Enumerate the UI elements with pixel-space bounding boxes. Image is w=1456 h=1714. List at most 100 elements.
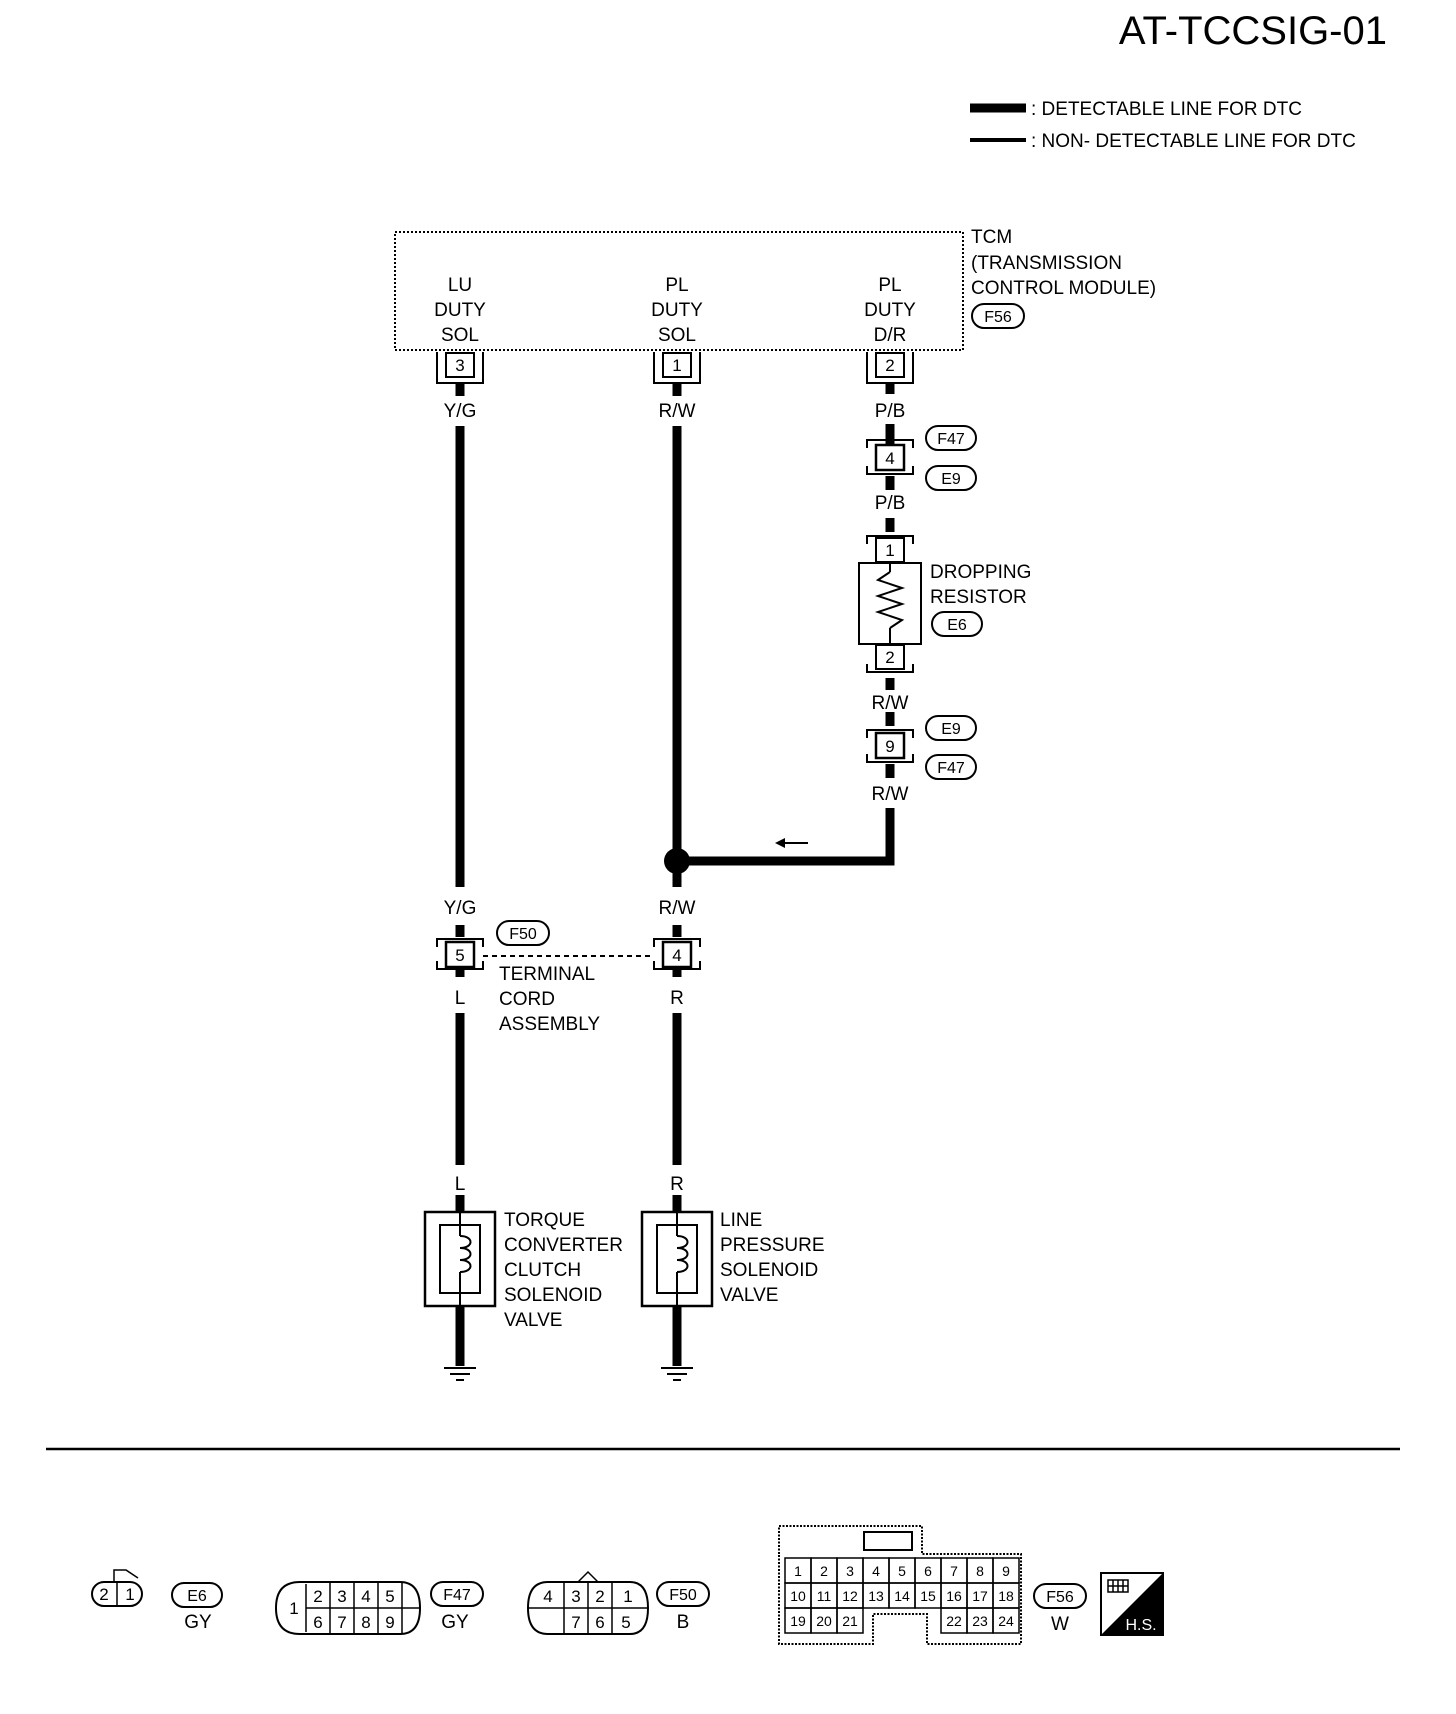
connector-glyph-icon [1107, 1579, 1129, 1593]
tcm-terminal-1-line1: LU [448, 275, 472, 296]
tcm-box [394, 231, 964, 351]
e6-pin-1: 2 [99, 1585, 108, 1604]
f56-pin-20: 20 [816, 1613, 832, 1629]
legend-detectable-text: : DETECTABLE LINE FOR DTC [1031, 99, 1302, 120]
lps-label-3: SOLENOID [720, 1260, 818, 1281]
f56-pin-11: 11 [817, 1588, 832, 1604]
f47-pin-5: 5 [385, 1587, 394, 1606]
f56-pin-5: 5 [898, 1563, 906, 1579]
diagram-title: AT-TCCSIG-01 [1119, 9, 1387, 53]
legend: : DETECTABLE LINE FOR DTC : NON- DETECTA… [970, 99, 1356, 152]
f56-pin-7: 7 [950, 1563, 958, 1579]
tcc-label-5: VALVE [504, 1310, 562, 1331]
resistor-connector-id: E6 [947, 617, 967, 634]
wire-label-yg-top: Y/G [444, 401, 477, 422]
f50-view-pin-5: 5 [621, 1613, 630, 1632]
e6-color: GY [184, 1612, 212, 1633]
tcc-label-1: TORQUE [504, 1210, 585, 1231]
wire-label-pb-top: P/B [875, 401, 906, 422]
harness-upper-conn-a: F47 [937, 431, 965, 448]
f56-pin-cell [836, 1607, 864, 1634]
tcm-module: TCM (TRANSMISSION CONTROL MODULE) F56 LU… [394, 227, 1156, 351]
solenoid-coil-icon [676, 1235, 689, 1273]
f56-pin-4: 4 [872, 1563, 880, 1579]
lps-label-2: PRESSURE [720, 1235, 825, 1256]
ground-icon [444, 1367, 476, 1381]
f47-pin-6: 6 [313, 1613, 322, 1632]
harness-connector-lower: 9 E9 F47 [866, 715, 977, 780]
tcm-terminal-1-line3: SOL [441, 325, 479, 346]
f56-pin-13: 13 [868, 1588, 884, 1604]
f56-pin-cell [992, 1607, 1020, 1634]
legend-non-detectable-text: : NON- DETECTABLE LINE FOR DTC [1031, 131, 1356, 152]
f56-pin-9: 9 [1002, 1563, 1010, 1579]
resistor-pin-bottom: 2 [885, 648, 894, 667]
lps-label-1: LINE [720, 1210, 762, 1231]
f47-pin-4: 4 [361, 1587, 370, 1606]
wire-label-pb-mid: P/B [875, 493, 906, 514]
wire-label-rw-top: R/W [659, 401, 696, 422]
tcc-label-3: CLUTCH [504, 1260, 581, 1281]
f50-view-pin-1: 1 [623, 1587, 632, 1606]
f50-wire-left-above: Y/G [444, 898, 477, 919]
harness-upper-conn-b: E9 [941, 471, 961, 488]
terminal-cord-assembly: Y/G R/W F50 5 4 L R TERMINAL CORD ASSEMB… [436, 898, 701, 1035]
solenoid-coil-icon [459, 1235, 472, 1273]
f50-connector-id: F50 [509, 926, 537, 943]
tcm-pin-3: 3 [436, 352, 484, 384]
tcm-connector-id: F56 [984, 309, 1012, 326]
f56-pin-15: 15 [920, 1588, 936, 1604]
terminal-cord-label-1: TERMINAL [499, 964, 595, 985]
hs-badge-label: H.S. [1125, 1617, 1156, 1634]
resistor-label-1: DROPPING [930, 562, 1031, 583]
f47-color: GY [441, 1612, 469, 1633]
resistor-zigzag-icon [874, 571, 906, 629]
f56-pin-grid [784, 1557, 1020, 1634]
wires [455, 383, 895, 1366]
tcm-terminal-2-line3: SOL [658, 325, 696, 346]
e6-pin-2: 1 [125, 1585, 134, 1604]
f56-pin-17: 17 [972, 1588, 988, 1604]
f56-pin-3: 3 [846, 1563, 854, 1579]
harness-lower-conn-b: F47 [937, 760, 965, 777]
line-pressure-solenoid: R LINE PRESSURE SOLENOID VALVE [640, 1174, 825, 1381]
tcc-label-2: CONVERTER [504, 1235, 623, 1256]
arrow-icon [775, 838, 808, 848]
tcm-pin-2: 2 [866, 352, 914, 384]
lps-label-4: VALVE [720, 1285, 778, 1306]
f50-view-color: B [677, 1612, 690, 1633]
f56-pin-24: 24 [998, 1613, 1014, 1629]
f56-pin-12: 12 [842, 1588, 858, 1604]
harness-lower-pin: 9 [885, 737, 894, 756]
tcm-name: TCM [971, 227, 1012, 248]
tcm-terminal-2-line1: PL [665, 275, 688, 296]
f56-pin-14: 14 [894, 1588, 910, 1604]
terminal-cord-label-3: ASSEMBLY [499, 1014, 600, 1035]
f47-pin-9: 9 [385, 1613, 394, 1632]
f56-pin-21: 21 [842, 1613, 858, 1629]
f50-wire-right-above: R/W [659, 898, 696, 919]
f50-wire-left-below: L [455, 988, 466, 1009]
tcm-pin-3-label: 3 [455, 356, 464, 375]
wire-label-rw-mid: R/W [872, 693, 909, 714]
f56-pin-2: 2 [820, 1563, 828, 1579]
torque-converter-clutch-solenoid: L TORQUE CONVERTER CLUTCH SOLENOID VALVE [423, 1174, 623, 1381]
resistor-pin-top: 1 [885, 541, 894, 560]
f50-view-pin-6: 6 [595, 1613, 604, 1632]
tcm-pin-1: 1 [653, 352, 701, 384]
hs-badge: H.S. [1100, 1572, 1164, 1636]
f56-pin-22: 22 [946, 1613, 962, 1629]
tcm-full-name-2: CONTROL MODULE) [971, 278, 1156, 299]
f50-view-pin-3: 3 [571, 1587, 580, 1606]
f56-pin-16: 16 [946, 1588, 962, 1604]
ground-icon [661, 1367, 693, 1381]
f47-pin-2: 2 [313, 1587, 322, 1606]
terminal-cord-label-2: CORD [499, 989, 555, 1010]
harness-upper-pin: 4 [885, 449, 894, 468]
tcc-wire-label: L [455, 1174, 466, 1195]
f47-pin-7: 7 [337, 1613, 346, 1632]
tcm-terminal-1-line2: DUTY [434, 300, 486, 321]
splice-point [664, 848, 690, 874]
